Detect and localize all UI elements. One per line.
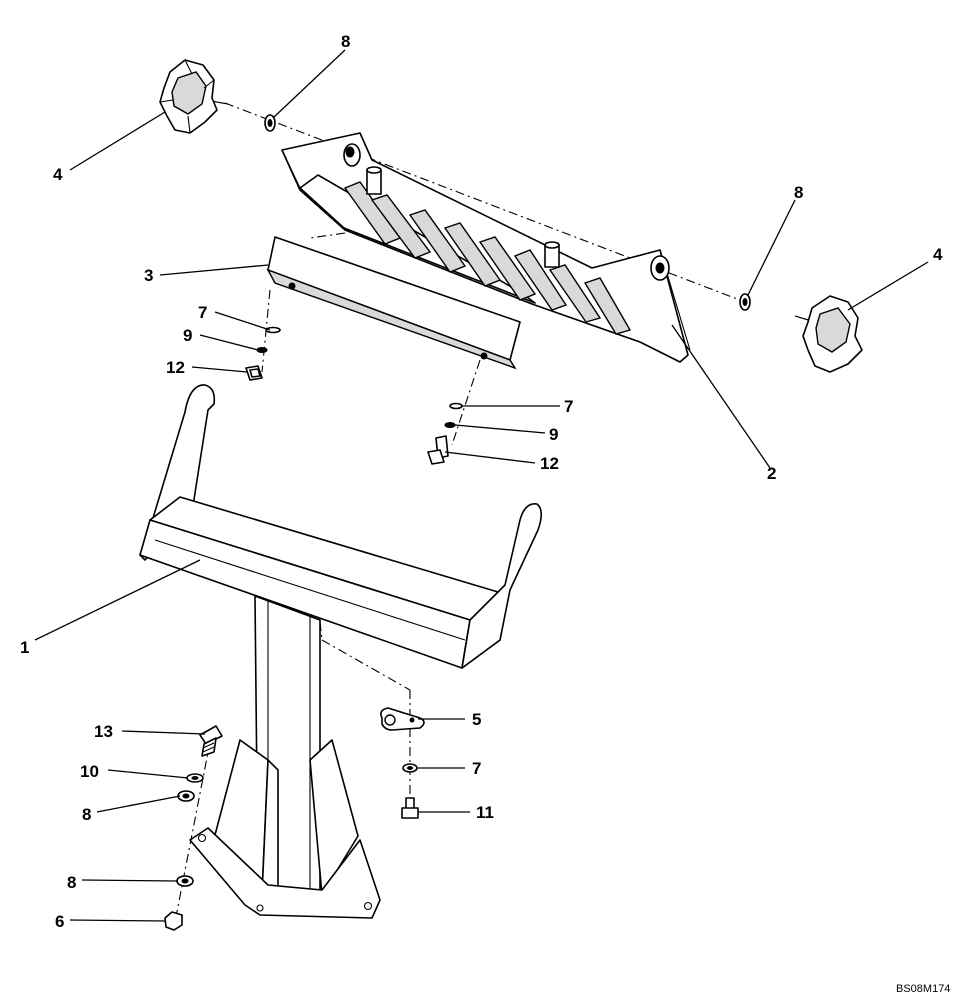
callout-washer-top-right: 8 xyxy=(794,183,803,202)
angle-bracket xyxy=(266,236,521,370)
callout-bolt-base-13: 13 xyxy=(94,722,113,741)
callout-washer-base-8-lower: 8 xyxy=(67,873,76,892)
star-knob-right xyxy=(794,295,863,373)
bolt-clamp xyxy=(401,797,419,819)
callout-lockwasher-right-9: 9 xyxy=(549,425,558,444)
washer-clamp xyxy=(402,763,418,773)
callout-knob-right: 4 xyxy=(933,245,943,264)
callout-washer-base-8-upper: 8 xyxy=(82,805,91,824)
tray-plate xyxy=(281,132,691,363)
support-frame xyxy=(139,384,543,669)
callout-washer-right-7: 7 xyxy=(564,397,573,416)
callout-bolt-clamp-11: 11 xyxy=(476,803,494,822)
washer-top-right xyxy=(739,293,751,311)
hose-clamp xyxy=(380,707,425,731)
callout-nut-base-6: 6 xyxy=(55,912,64,931)
bolt-base xyxy=(199,725,223,757)
pedestal-column xyxy=(189,595,381,919)
callout-bracket-angle: 3 xyxy=(144,266,153,285)
callout-washer-top-left: 8 xyxy=(341,32,350,51)
hardware-left xyxy=(245,326,281,381)
nut-base xyxy=(164,911,183,931)
callout-tray: 2 xyxy=(767,464,776,483)
callout-bolt-right-12: 12 xyxy=(540,454,559,473)
star-knob-left xyxy=(159,59,229,134)
washer-base-lower xyxy=(176,875,194,887)
callout-knob-left: 4 xyxy=(53,165,63,184)
figure-code: BS08M174 xyxy=(896,983,950,995)
tray-slots xyxy=(343,181,632,335)
callout-bolt-left-12: 12 xyxy=(166,358,185,377)
callout-lockwasher-left-9: 9 xyxy=(183,326,192,345)
leader-lines xyxy=(34,49,929,922)
callout-clamp: 5 xyxy=(472,710,481,729)
callout-washer-clamp-7: 7 xyxy=(472,759,481,778)
callout-support-frame: 1 xyxy=(20,638,29,657)
washer-base-upper xyxy=(177,790,195,802)
callout-washer-left-7: 7 xyxy=(198,303,207,322)
hardware-right xyxy=(427,402,463,465)
lockwasher-base xyxy=(186,773,204,783)
washer-top-left xyxy=(264,114,276,132)
callout-labels: 8 4 8 4 3 2 7 9 12 7 9 12 1 5 7 11 13 10… xyxy=(20,32,943,931)
callout-lockwasher-base-10: 10 xyxy=(80,762,99,781)
